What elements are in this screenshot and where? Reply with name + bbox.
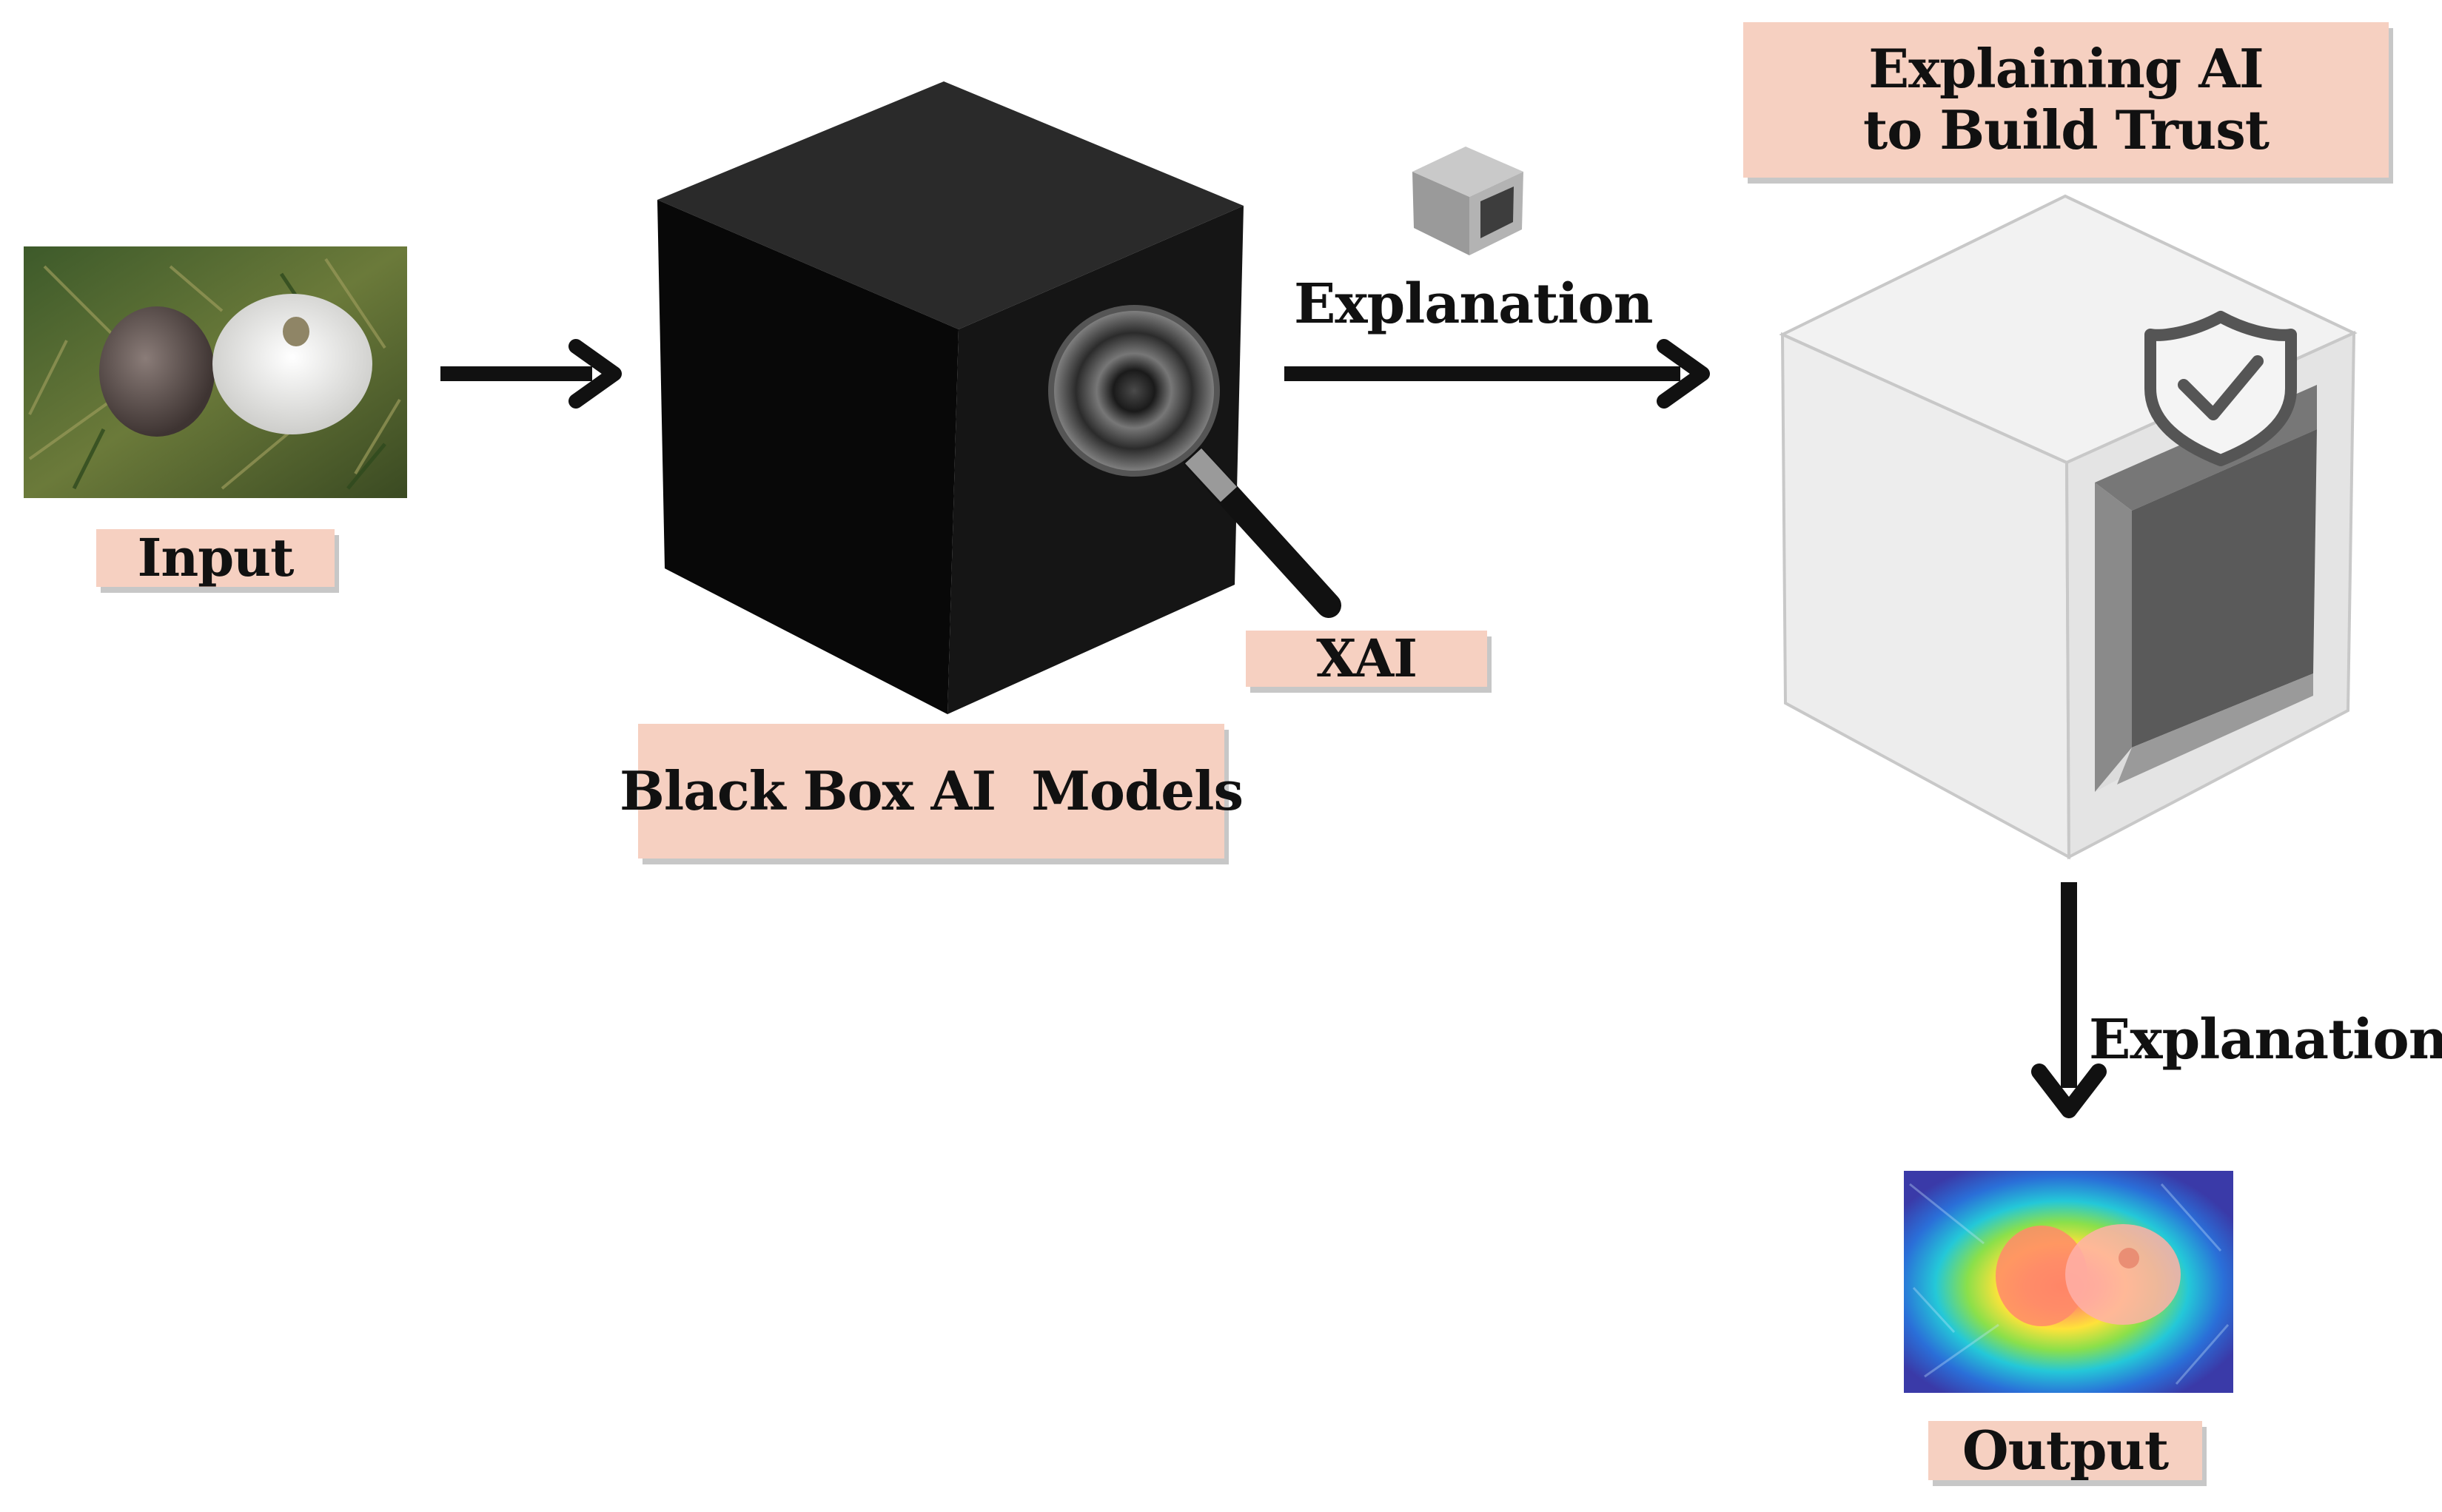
- input-image: [24, 246, 407, 498]
- heatmap-output-image: [1904, 1171, 2233, 1393]
- open-white-cube-icon: [1779, 194, 2358, 860]
- xai-label: XAI: [1246, 627, 1487, 689]
- magnifying-glass-icon: [1048, 305, 1341, 618]
- arrow-model-to-trust: [1284, 339, 1710, 409]
- explanation-side-text: Explanation: [2089, 1008, 2442, 1072]
- arrow-trust-to-output: [2031, 882, 2107, 1118]
- input-label: Input: [96, 526, 335, 588]
- title-line-1: Explaining AI: [1868, 37, 2264, 101]
- black-box-label: Black Box AI Models: [620, 724, 1244, 859]
- black-box-label-text: Black Box AI Models: [620, 759, 1244, 822]
- shield-check-icon: [2144, 311, 2297, 466]
- arrow-input-to-model: [440, 339, 622, 409]
- output-label: Output: [1928, 1418, 2202, 1482]
- title-line-2: to Build Trust: [1862, 98, 2270, 161]
- small-gray-box-icon: [1412, 147, 1523, 255]
- output-label-text: Output: [1962, 1418, 2169, 1482]
- title-label: Explaining AI to Build Trust: [1743, 22, 2389, 178]
- explanation-top-text: Explanation: [1294, 272, 1654, 336]
- xai-label-text: XAI: [1316, 627, 1418, 689]
- input-label-text: Input: [137, 526, 295, 588]
